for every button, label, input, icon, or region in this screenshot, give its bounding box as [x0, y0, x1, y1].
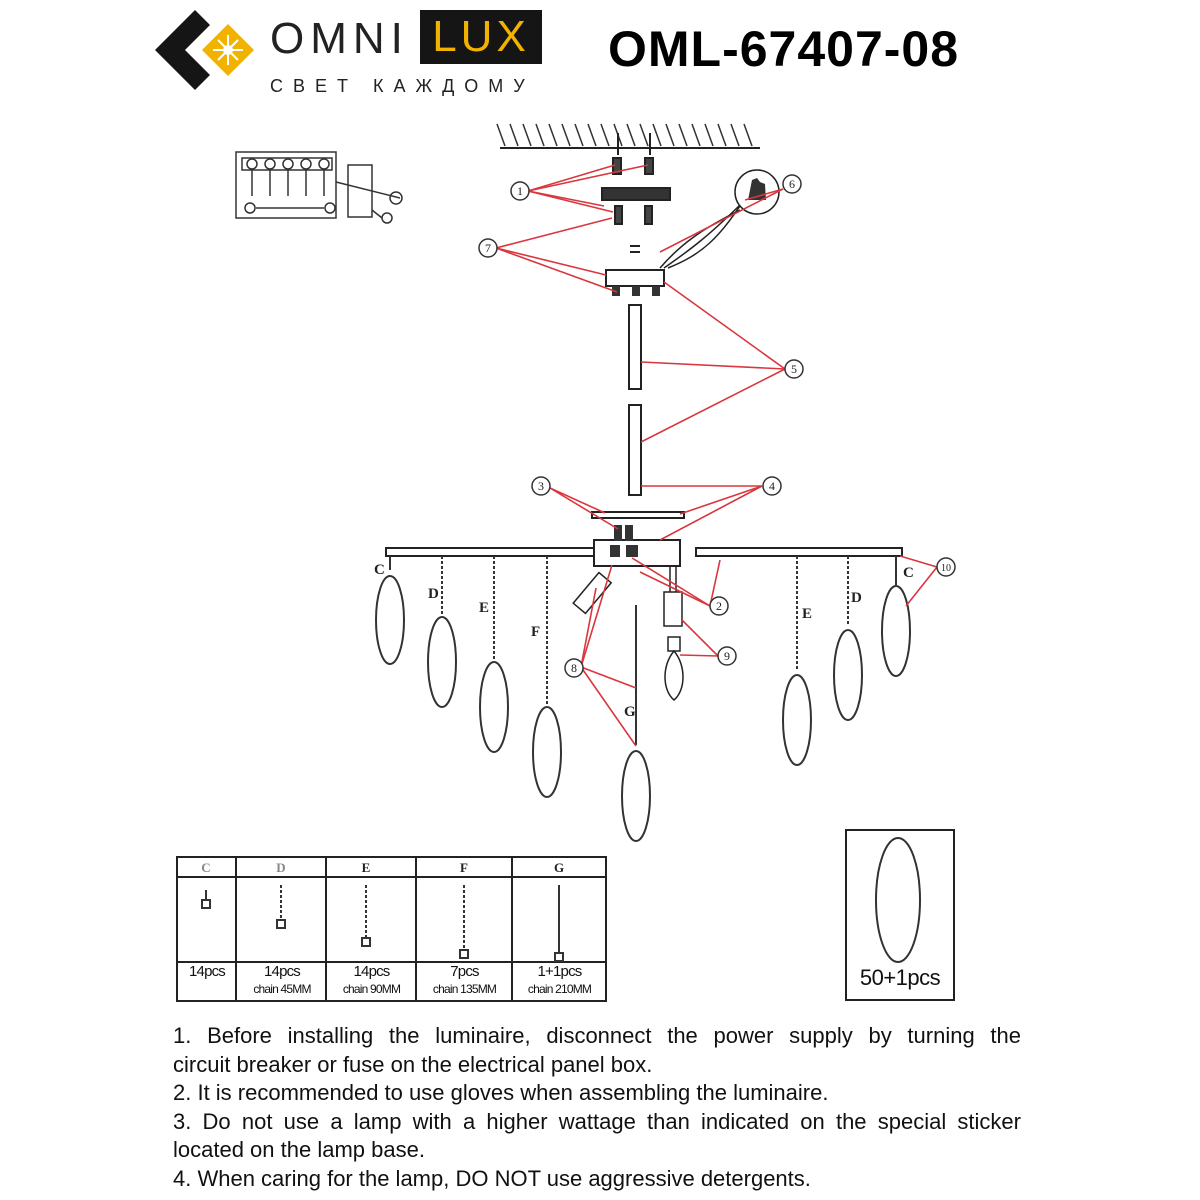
- spare-ring-box: [845, 829, 955, 1001]
- instruction-line-4: 3. Do not use a lamp with a higher watta…: [173, 1108, 1021, 1134]
- table-header-d: D: [276, 860, 285, 875]
- brand-tagline: СВЕТ КАЖДОМУ: [270, 76, 535, 96]
- callout-1: 1: [517, 184, 523, 198]
- tilted-socket: [572, 571, 613, 615]
- canopy: [605, 269, 665, 287]
- callout-8: 8: [571, 661, 577, 675]
- table-header-c: C: [201, 860, 210, 875]
- arm-right: [695, 547, 903, 557]
- table-chain-d: chain 45MM: [253, 982, 311, 996]
- table-chain-g: chain 210MM: [527, 982, 592, 996]
- assembly-diagram: C D E F G E D C 1 2 3 4: [176, 123, 956, 1002]
- table-chain-drawings: [201, 885, 564, 962]
- instruction-line-2: circuit breaker or fuse on the electrica…: [173, 1051, 653, 1077]
- callout-2: 2: [716, 599, 722, 613]
- table-header-e: E: [362, 860, 371, 875]
- callout-9: 9: [724, 649, 730, 663]
- callout-10: 10: [941, 563, 951, 574]
- model-number: OML-67407-08: [608, 21, 960, 77]
- table-qty-c: 14pcs: [188, 963, 226, 980]
- pendant-letter-e-left: E: [479, 600, 489, 616]
- callouts: [478, 174, 956, 678]
- callout-6: 6: [789, 177, 795, 191]
- callout-3: 3: [538, 479, 544, 493]
- pendant-letter-e-right: E: [802, 606, 812, 622]
- mounting-bracket: [601, 133, 671, 253]
- pendant-letter-f-left: F: [531, 624, 540, 640]
- arm-left: [385, 547, 595, 557]
- table-chain-e: chain 90MM: [342, 982, 401, 996]
- pendant-letter-c-left: C: [374, 562, 385, 578]
- leader-lines: [495, 164, 938, 747]
- callout-7: 7: [485, 241, 491, 255]
- pendant-letter-d-right: D: [851, 590, 862, 606]
- table-header-g: G: [554, 860, 564, 875]
- brand-name-omni: OMNI: [270, 14, 409, 63]
- table-qty-g: 1+1pcs: [537, 963, 583, 980]
- lamp-bulb-icon: [664, 636, 684, 701]
- safety-instructions: 1. Before installing the luminaire, disc…: [173, 1022, 1021, 1193]
- instruction-line-5: located on the lamp base.: [173, 1137, 425, 1162]
- terminal-block: [235, 151, 403, 224]
- table-qty-e: 14pcs: [353, 963, 390, 980]
- table-chain-f: chain 135MM: [432, 982, 497, 996]
- spare-ring-count: 50+1pcs: [859, 965, 941, 990]
- parts-table: [176, 856, 607, 1002]
- spare-ring: [875, 837, 921, 963]
- pendant-rings-right: [782, 556, 911, 766]
- pendant-letter-c-right: C: [903, 565, 914, 581]
- rod-lower: [628, 404, 642, 496]
- pendant-letter-g: G: [624, 704, 636, 720]
- table-qty-f: 7pcs: [450, 963, 479, 980]
- brand-name-lux: LUX: [420, 10, 542, 64]
- instruction-line-1: 1. Before installing the luminaire, disc…: [173, 1023, 1021, 1048]
- callout-4: 4: [769, 479, 775, 493]
- ceiling-hatch: [496, 123, 760, 149]
- rod-upper: [628, 304, 642, 390]
- lamp-socket: [663, 566, 683, 627]
- instruction-line-6: 4. When caring for the lamp, DO NOT use …: [173, 1165, 811, 1191]
- instruction-line-3: 2. It is recommended to use gloves when …: [173, 1080, 829, 1105]
- pendant-letter-d-left: D: [428, 586, 439, 602]
- pendant-rings-left: [375, 556, 651, 842]
- callout-5: 5: [791, 362, 797, 376]
- table-qty-d: 14pcs: [263, 963, 301, 980]
- decor-plate: [591, 511, 685, 519]
- brand-logo-mark: [155, 10, 254, 90]
- table-header-f: F: [460, 860, 468, 875]
